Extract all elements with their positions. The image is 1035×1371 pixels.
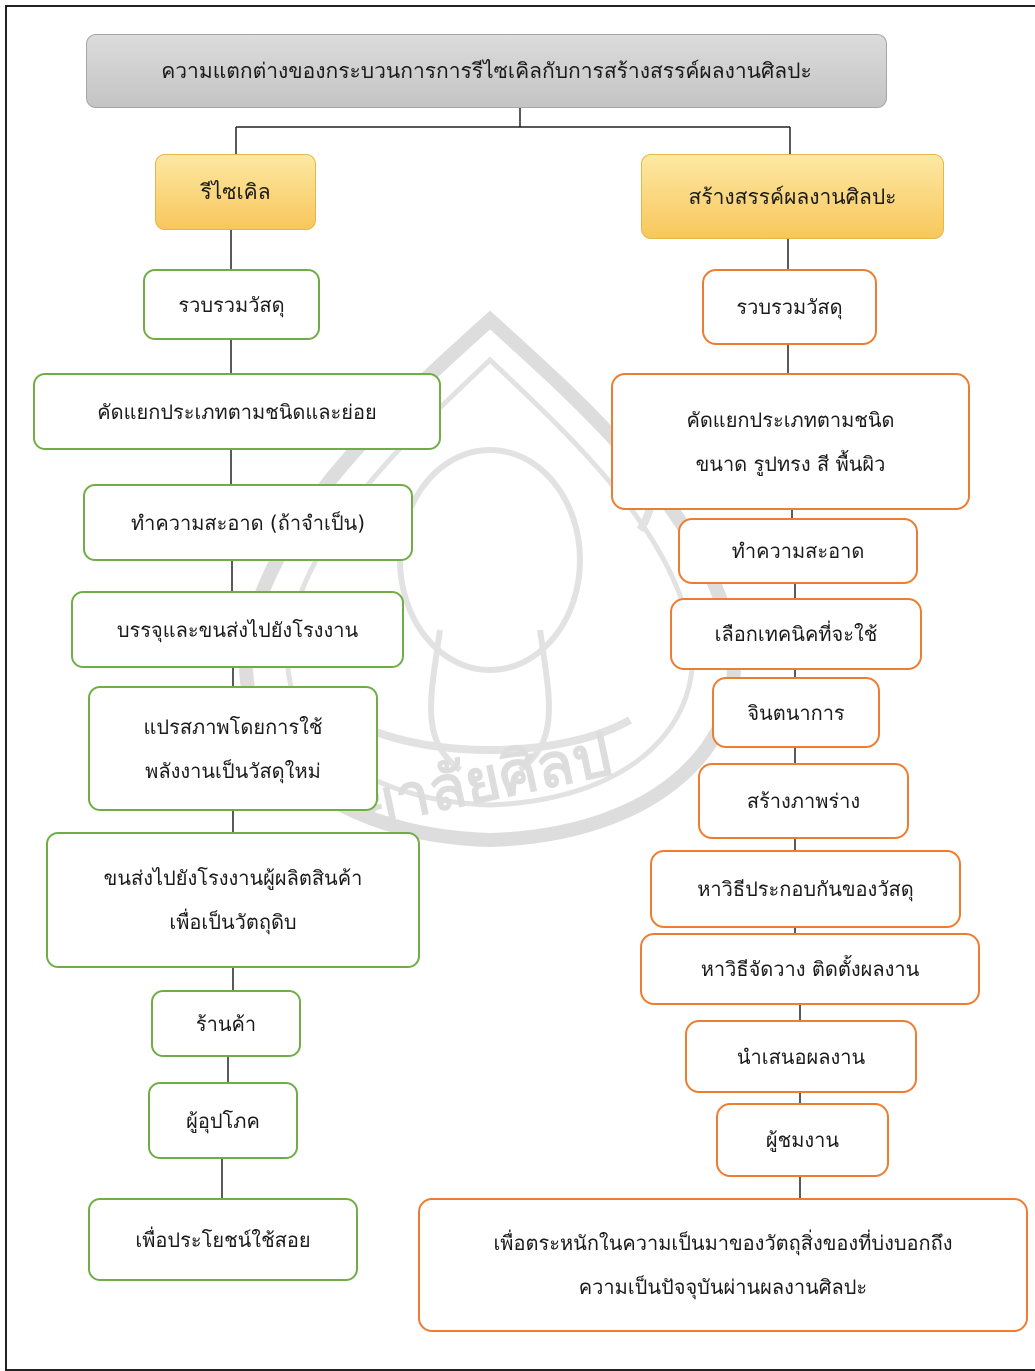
art-step-6: สร้างภาพร่าง [698,763,909,839]
art-step-5: จินตนาการ [712,677,880,748]
heading-art-creation: สร้างสรรค์ผลงานศิลปะ [641,154,944,239]
recycle-step-9: เพื่อประโยชน์ใช้สอย [88,1198,358,1281]
art-step-9: นำเสนอผลงาน [685,1020,917,1093]
recycle-step-1: รวบรวมวัสดุ [143,269,320,340]
recycle-step-2: คัดแยกประเภทตามชนิดและย่อย [33,373,441,450]
art-step-2: คัดแยกประเภทตามชนิด ขนาด รูปทรง สี พื้นผ… [611,373,970,510]
art-step-11: เพื่อตระหนักในความเป็นมาของวัตถุสิ่งของท… [418,1198,1028,1332]
recycle-step-6: ขนส่งไปยังโรงงานผู้ผลิตสินค้า เพื่อเป็นว… [46,832,420,968]
diagram-title: ความแตกต่างของกระบวนการการรีไซเคิลกับการ… [86,34,887,108]
heading-recycle: รีไซเคิล [155,154,316,230]
art-step-10: ผู้ชมงาน [716,1103,889,1177]
art-step-7: หาวิธีประกอบกันของวัสดุ [650,850,961,928]
art-step-4: เลือกเทคนิคที่จะใช้ [670,598,922,670]
recycle-step-5: แปรสภาพโดยการใช้ พลังงานเป็นวัสดุใหม่ [88,686,378,811]
recycle-step-7: ร้านค้า [151,990,301,1057]
recycle-step-8: ผู้อุปโภค [148,1082,298,1159]
art-step-8: หาวิธีจัดวาง ติดตั้งผลงาน [640,933,980,1005]
art-step-3: ทำความสะอาด [678,518,918,584]
recycle-step-3: ทำความสะอาด (ถ้าจำเป็น) [83,484,413,561]
recycle-step-4: บรรจุและขนส่งไปยังโรงงาน [71,591,404,668]
art-step-1: รวบรวมวัสดุ [702,269,877,345]
